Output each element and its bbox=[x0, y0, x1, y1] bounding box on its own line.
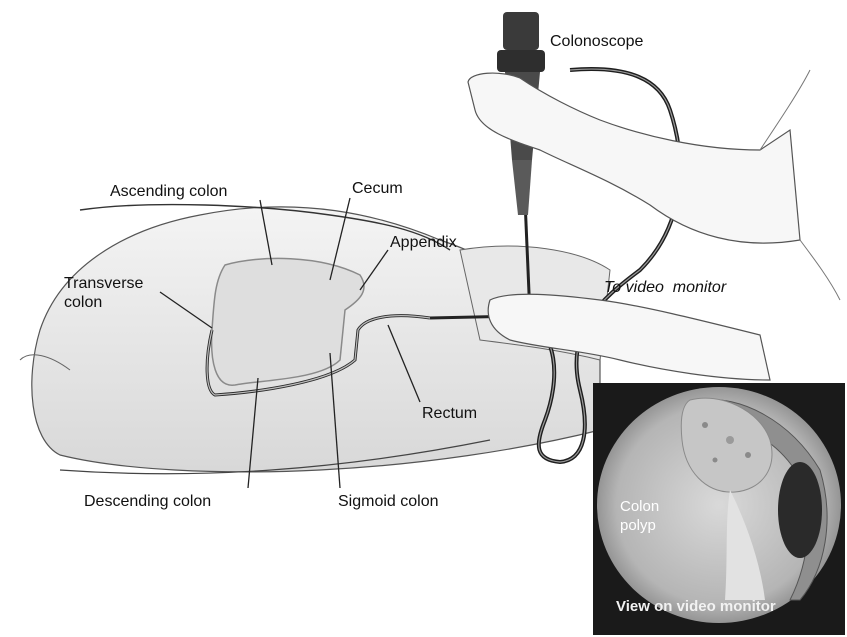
label-colon-polyp-line2: polyp bbox=[620, 516, 659, 535]
label-to-video-monitor: To video monitor bbox=[604, 278, 726, 297]
label-cecum: Cecum bbox=[352, 179, 403, 198]
label-colonoscope: Colonoscope bbox=[550, 32, 643, 51]
label-ascending-colon: Ascending colon bbox=[110, 182, 227, 201]
label-colon-polyp-line1: Colon bbox=[620, 497, 659, 516]
label-descending-colon: Descending colon bbox=[84, 492, 211, 511]
label-rectum: Rectum bbox=[422, 404, 477, 423]
label-transverse-colon-line2: colon bbox=[64, 293, 143, 312]
label-transverse-colon: Transverse colon bbox=[64, 274, 143, 312]
label-appendix: Appendix bbox=[390, 233, 457, 252]
operator-hands bbox=[468, 70, 840, 380]
label-sigmoid-colon: Sigmoid colon bbox=[338, 492, 439, 511]
label-colon-polyp: Colon polyp bbox=[620, 497, 659, 535]
label-transverse-colon-line1: Transverse bbox=[64, 274, 143, 293]
inset-caption: View on video monitor bbox=[616, 598, 776, 615]
